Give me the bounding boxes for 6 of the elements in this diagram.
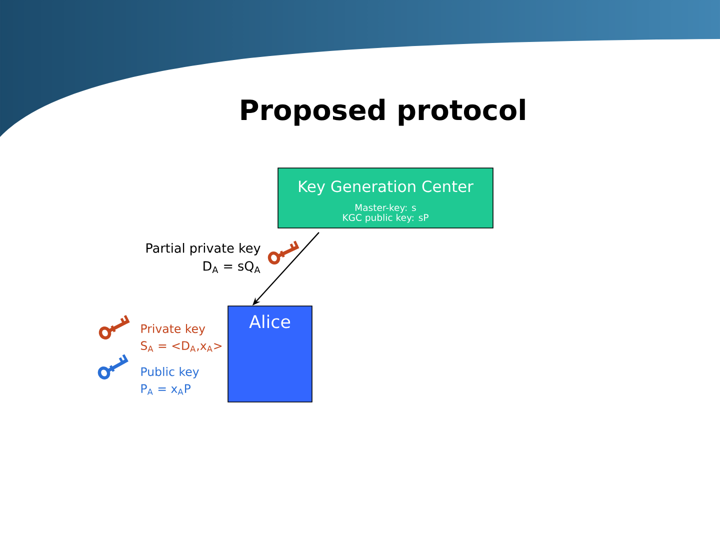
- title: Proposed protocol: [241, 98, 525, 126]
- key-label: Public key P$_{A}$ = x$_{A}$P: [141, 367, 199, 395]
- actor-box: Alice: [228, 306, 312, 402]
- key-label: Private key S$_{A}$ = <D$_{A}$,x$_{A}$>: [141, 324, 222, 352]
- process-box: Key Generation Center Master-key: s KGC public key: sP: [278, 168, 494, 228]
- edge-label: Partial private key D$_{A}$ = sQ$_{A}$: [136, 242, 262, 274]
